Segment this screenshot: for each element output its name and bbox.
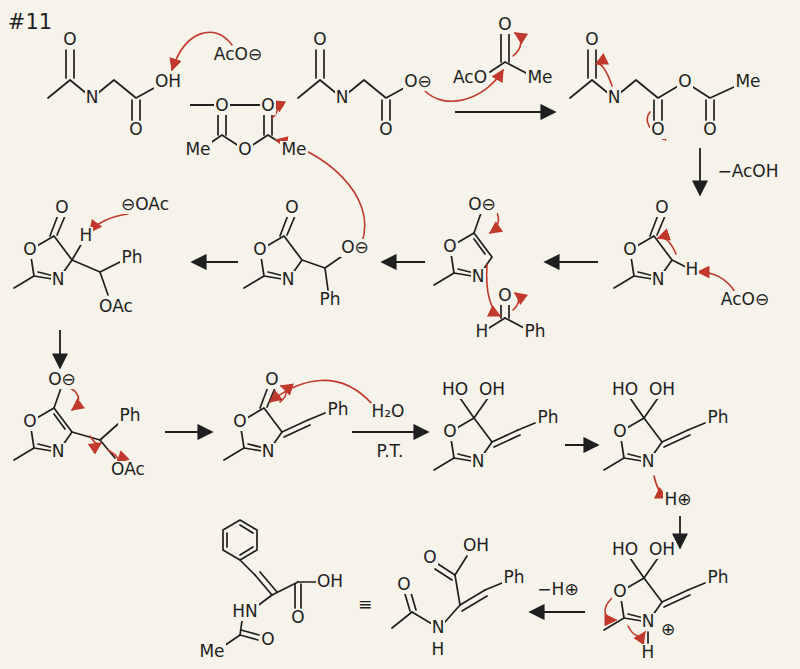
chem-label: N: [651, 271, 666, 289]
bonds: [14, 34, 745, 646]
chem-label: O: [612, 423, 627, 441]
chem-label: OH: [648, 381, 676, 399]
chem-label: O: [62, 31, 77, 49]
chem-label: N: [431, 619, 446, 637]
chem-label: ⊕: [660, 621, 676, 639]
chem-label: H: [79, 227, 94, 245]
chem-label: Me: [198, 643, 225, 661]
chem-label: N: [51, 271, 66, 289]
chem-label: O: [612, 583, 627, 601]
chem-label: Me: [526, 69, 553, 87]
chem-label: O: [22, 413, 37, 431]
chem-label: O: [497, 287, 512, 305]
chem-label: OAc: [98, 298, 134, 316]
chem-label: N: [471, 453, 486, 471]
chem-label: H: [431, 641, 446, 659]
chem-label: Ph: [523, 323, 546, 341]
chem-label: O: [442, 238, 457, 256]
chem-label: O: [654, 199, 669, 217]
chem-label: Ph: [706, 569, 729, 587]
chem-label: O: [128, 121, 143, 139]
chem-label: O: [442, 423, 457, 441]
chem-label: O: [702, 121, 717, 139]
chem-label: H: [685, 261, 700, 279]
chem-label: O: [22, 241, 37, 259]
chem-label: H: [641, 644, 656, 662]
chem-label: Ph: [502, 569, 525, 587]
electron-arrows: [70, 32, 735, 636]
chem-label: O: [584, 31, 599, 49]
chem-label: N: [641, 613, 656, 631]
chem-label: O: [260, 631, 275, 649]
chem-label: O: [396, 576, 411, 594]
chem-label: N: [281, 271, 296, 289]
figure-number: #11: [7, 11, 53, 33]
chem-label: O: [232, 413, 247, 431]
chem-label: −AcOH: [716, 163, 779, 181]
chem-label: AcO⊖: [720, 291, 770, 309]
chem-label: OH: [478, 381, 506, 399]
chem-label: OH: [316, 573, 344, 591]
chem-label: OH: [462, 537, 490, 555]
chem-label: N: [641, 453, 656, 471]
chem-label: Ph: [706, 409, 729, 427]
chem-label: N: [85, 89, 100, 107]
chem-label: Ph: [318, 291, 341, 309]
chem-label: ⊖OAc: [120, 196, 170, 214]
chem-label: O: [264, 371, 279, 389]
chem-label: O: [497, 16, 512, 34]
chem-label: HO: [611, 541, 639, 559]
chem-label: N: [471, 268, 486, 286]
chem-label: Ph: [118, 407, 141, 425]
chem-label: OAc: [110, 461, 146, 479]
chem-label: Me: [734, 73, 761, 91]
chem-label: AcO: [452, 69, 488, 87]
chem-label: HN: [231, 603, 259, 621]
chem-label: AcO⊖: [213, 46, 263, 64]
chem-label: N: [261, 443, 276, 461]
chem-label: Ph: [326, 401, 349, 419]
chem-label: HO: [441, 381, 469, 399]
chem-label: P.T.: [376, 443, 405, 461]
chem-label: O: [214, 97, 229, 115]
chem-label: O⊖: [403, 73, 433, 91]
chem-label: O⊖: [47, 371, 77, 389]
chem-label: O: [650, 121, 665, 139]
chem-label: HO: [611, 381, 639, 399]
chem-label: OH: [154, 73, 182, 91]
chem-label: O: [422, 549, 437, 567]
chem-label: H⊕: [663, 491, 692, 509]
chem-label: O: [677, 73, 692, 91]
chem-label: O: [260, 97, 275, 115]
chem-label: Ph: [536, 409, 559, 427]
reaction-arrows: [60, 105, 700, 612]
chem-label: O: [252, 241, 267, 259]
chem-label: −H⊕: [536, 581, 579, 599]
chem-label: Ph: [120, 249, 143, 267]
chem-label: O: [378, 121, 393, 139]
chem-label: O: [237, 141, 252, 159]
chem-label: OH: [648, 541, 676, 559]
chem-label: O: [622, 241, 637, 259]
chem-label: N: [335, 89, 350, 107]
chem-label: O: [312, 31, 327, 49]
chem-label: O: [54, 199, 69, 217]
chem-label: Me: [184, 141, 211, 159]
chem-label: ≡: [357, 596, 373, 614]
chem-label: O: [284, 199, 299, 217]
chem-label: H₂O: [371, 403, 406, 421]
chem-label: H: [475, 323, 490, 341]
chem-label: O: [290, 609, 305, 627]
chem-label: O⊖: [340, 239, 370, 257]
chem-label: N: [607, 89, 622, 107]
chem-label: Me: [280, 141, 307, 159]
chem-label: O⊖: [467, 196, 497, 214]
chem-label: N: [51, 443, 66, 461]
